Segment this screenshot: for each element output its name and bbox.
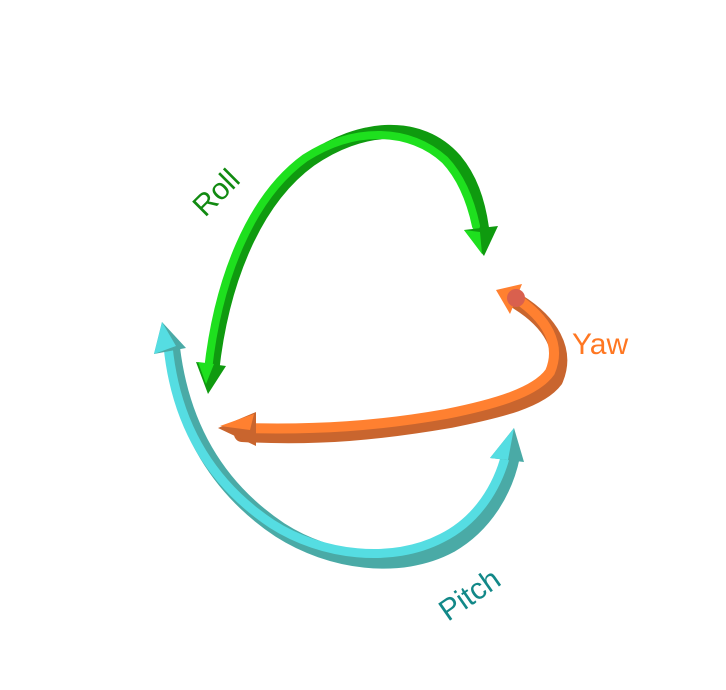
yaw-arrowhead-left-light <box>220 414 254 430</box>
roll-arrowhead-right-light <box>464 230 482 254</box>
yaw-arc-shadow <box>234 294 568 444</box>
yaw-arc <box>237 293 559 434</box>
roll-arrowhead-left-light <box>198 362 214 384</box>
pitch-arrowhead-right-light <box>490 428 514 460</box>
yaw-arrowhead-tip <box>507 289 525 307</box>
pitch-arrowhead-top-light <box>154 322 176 354</box>
pitch-arc <box>163 341 511 558</box>
roll-arc <box>204 131 480 374</box>
yaw-label: Yaw <box>572 328 628 361</box>
yaw-arrow <box>218 284 568 446</box>
roll-label: Roll <box>187 163 247 223</box>
roll-arc-shadow <box>205 124 489 379</box>
roll-arrow <box>196 124 498 394</box>
pitch-arrow <box>154 322 524 569</box>
pitch-label: Pitch <box>433 562 507 627</box>
